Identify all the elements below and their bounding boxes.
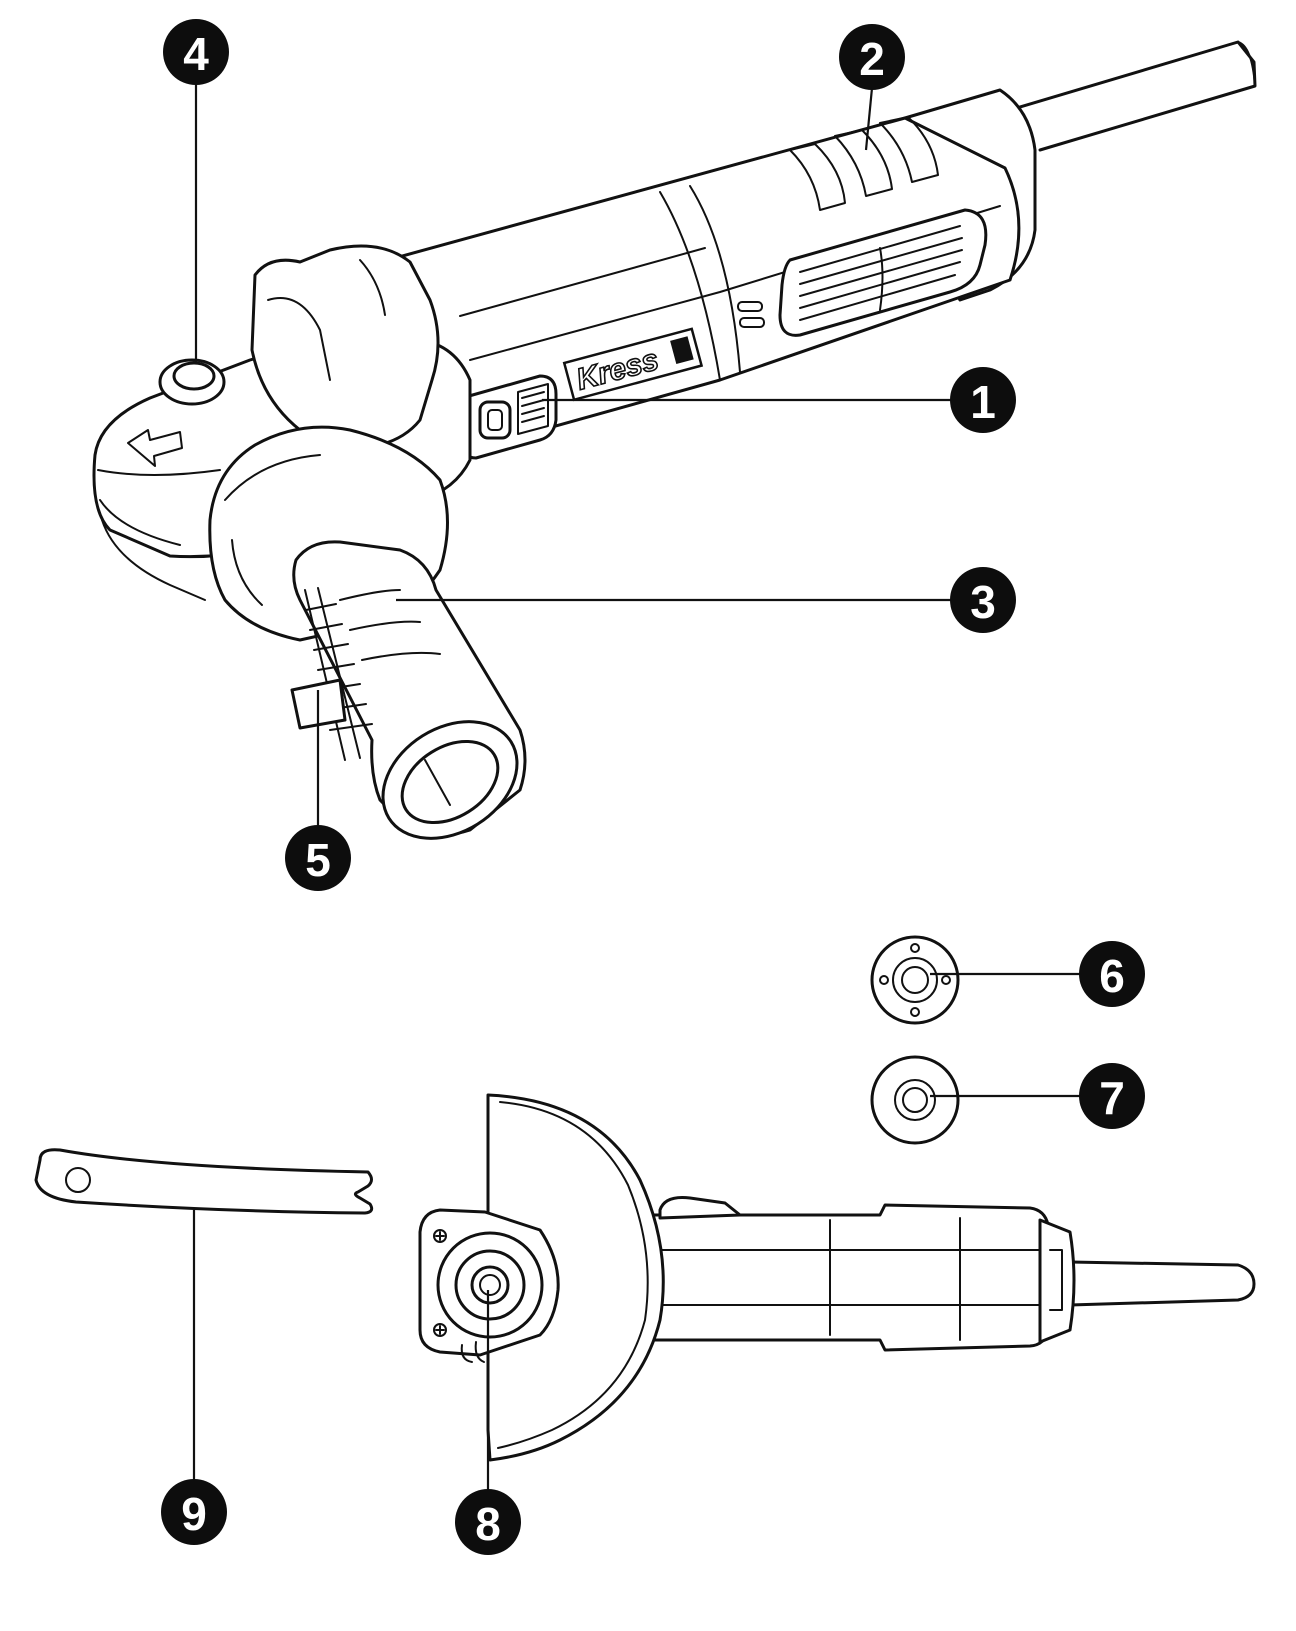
spindle-lock-button [160, 360, 224, 404]
callout-label-7: 7 [1099, 1072, 1125, 1124]
callout-label-4: 4 [183, 28, 209, 80]
callout-label-9: 9 [181, 1488, 207, 1540]
callout-badge-5: 5 [285, 825, 351, 891]
callout-badge-4: 4 [163, 19, 229, 85]
callout-label-6: 6 [1099, 950, 1125, 1002]
grinder-top-view [420, 1095, 1254, 1460]
callout-label-5: 5 [305, 834, 331, 886]
callout-badge-9: 9 [161, 1479, 227, 1545]
callout-badge-6: 6 [1079, 941, 1145, 1007]
callout-label-1: 1 [970, 376, 996, 428]
callout-badge-3: 3 [950, 567, 1016, 633]
callout-badge-8: 8 [455, 1489, 521, 1555]
auxiliary-handle [292, 542, 539, 862]
spanner [36, 1150, 372, 1213]
grinder-perspective-view: Kress [94, 42, 1255, 862]
callout-badge-2: 2 [839, 24, 905, 90]
spindle [472, 1267, 508, 1303]
inner-flange [872, 1057, 958, 1143]
callout-badge-1: 1 [950, 367, 1016, 433]
clamp-nut [872, 937, 958, 1023]
callout-badge-7: 7 [1079, 1063, 1145, 1129]
callout-label-8: 8 [475, 1498, 501, 1550]
power-cord [1010, 42, 1255, 150]
callout-label-3: 3 [970, 576, 996, 628]
callout-label-2: 2 [859, 33, 885, 85]
